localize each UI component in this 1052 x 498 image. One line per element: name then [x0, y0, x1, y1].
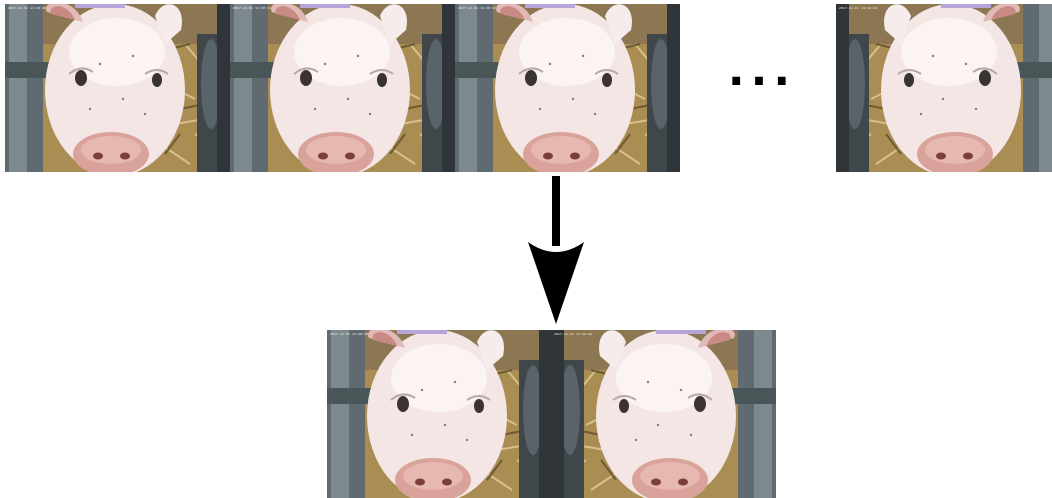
frame-timestamp: 2017-12-01 11:20:41: [233, 6, 272, 10]
frame-timestamp: 2017-12-01 11:20:40: [8, 6, 47, 10]
output-frame-2: 2017-12-01 11:22:44: [551, 330, 776, 498]
down-arrow-icon: [528, 176, 584, 324]
ellipsis-separator: ...: [727, 45, 797, 96]
pig-image: [5, 4, 230, 172]
pig-image: [230, 4, 455, 172]
output-frame-1: 2017-12-01 11:20:40: [327, 330, 552, 498]
input-frame-n: 2017-12-01 11:22:44: [836, 4, 1052, 172]
pig-image: [836, 4, 1052, 172]
input-frame-2: 2017-12-01 11:20:41: [230, 4, 455, 172]
input-frame-1: 2017-12-01 11:20:40: [5, 4, 230, 172]
pig-image: [455, 4, 680, 172]
frame-timestamp: 2017-12-01 11:20:42: [458, 6, 497, 10]
frame-timestamp: 2017-12-01 11:22:44: [554, 332, 593, 336]
pig-image: [327, 330, 552, 498]
input-frame-3: 2017-12-01 11:20:42: [455, 4, 680, 172]
frame-timestamp: 2017-12-01 11:22:44: [839, 6, 878, 10]
pig-image: [551, 330, 776, 498]
frame-timestamp: 2017-12-01 11:20:40: [330, 332, 369, 336]
